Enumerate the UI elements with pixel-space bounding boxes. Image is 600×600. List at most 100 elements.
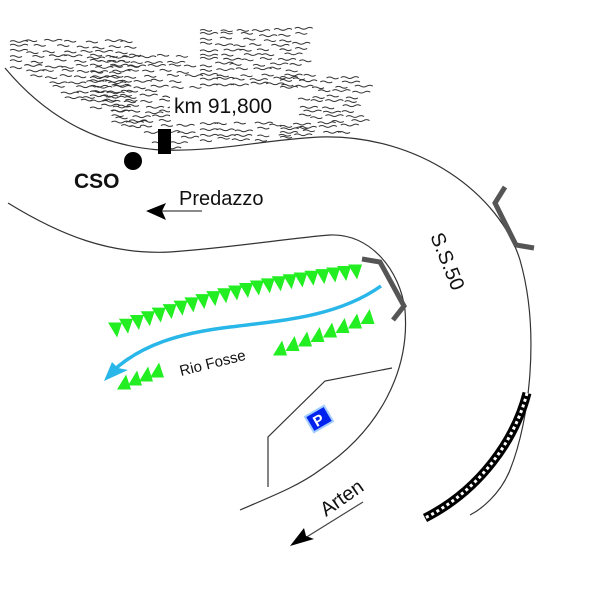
rock-hatch-stroke	[299, 59, 312, 63]
rock-hatch-stroke	[303, 109, 322, 113]
rock-hatch-stroke	[119, 79, 132, 83]
rock-hatch-stroke	[32, 54, 45, 58]
rock-hatch-stroke	[44, 76, 58, 80]
rock-hatch-stroke	[240, 74, 253, 78]
km-marker-label: km 91,800	[174, 95, 272, 118]
rockfall-barrier	[422, 391, 532, 523]
rock-hatch-stroke	[199, 139, 213, 143]
rock-hatch-stroke	[295, 31, 308, 35]
rock-hatch-stroke	[166, 60, 186, 64]
rock-hatch-stroke	[63, 39, 77, 43]
rock-hatch-stroke	[232, 77, 245, 81]
rock-hatch-stroke	[284, 52, 303, 56]
rockfall-barrier-pattern	[424, 392, 529, 520]
rock-hatch-stroke	[249, 43, 262, 46]
rock-hatch-stroke	[273, 76, 286, 80]
rockfall-barrier-strip	[422, 391, 532, 523]
rock-hatch-stroke	[9, 66, 23, 70]
rock-hatch-stroke	[297, 97, 311, 101]
rock-hatch-stroke	[89, 58, 103, 62]
rock-hatch-stroke	[110, 74, 124, 78]
rock-hatch-stroke	[199, 41, 213, 45]
rock-hatch-stroke	[75, 63, 89, 67]
rock-hatch-stroke	[292, 77, 306, 81]
vegetation-triangle	[117, 374, 131, 390]
rock-hatch-stroke	[302, 129, 316, 133]
rock-hatch-stroke	[101, 103, 120, 107]
rock-hatch-stroke	[281, 83, 294, 87]
vegetation-triangle	[128, 370, 142, 386]
rock-hatch-stroke	[293, 133, 313, 137]
parking-icon: P	[303, 404, 335, 434]
rock-hatch-stroke	[158, 119, 172, 122]
km-marker-post	[158, 129, 171, 154]
rock-hatch-stroke	[321, 106, 335, 110]
rock-hatch-stroke	[74, 59, 87, 63]
rock-hatch-stroke	[215, 76, 235, 80]
vegetation-triangle	[184, 297, 199, 313]
vegetation-triangle	[260, 278, 275, 294]
rock-hatch-stroke	[230, 83, 250, 87]
rock-hatch-stroke	[89, 94, 109, 98]
rock-hatch-stroke	[340, 123, 360, 127]
rock-hatch-stroke	[325, 99, 344, 102]
rock-hatch-stroke	[251, 29, 271, 32]
rock-hatch-stroke	[337, 131, 351, 134]
rock-hatch-stroke	[249, 78, 269, 81]
rock-hatch-stroke	[117, 104, 131, 108]
rock-hatch-stroke	[82, 96, 95, 99]
rock-hatch-stroke	[120, 89, 134, 93]
rock-hatch-stroke	[76, 45, 90, 49]
rock-hatch-stroke	[120, 40, 133, 44]
vegetation-triangle	[238, 282, 253, 298]
rock-hatch-stroke	[259, 57, 273, 60]
rock-hatch-stroke	[222, 57, 242, 61]
arten-arrow-shaft	[304, 501, 364, 539]
vegetation-triangle	[285, 336, 300, 351]
vegetation-triangle	[348, 264, 362, 280]
rock-hatch-stroke	[110, 65, 123, 68]
rock-hatch-stroke	[180, 135, 200, 139]
rock-hatch-stroke	[94, 49, 114, 53]
rock-hatch-stroke	[277, 58, 297, 61]
rock-hatch-stroke	[311, 86, 325, 90]
rock-hatch-stroke	[243, 37, 256, 41]
vegetation-triangle	[129, 314, 144, 330]
rock-hatch-stroke	[298, 79, 318, 83]
rock-hatch-stroke	[331, 120, 344, 123]
rock-hatch-stroke	[319, 80, 333, 84]
road-edge-lower	[7, 202, 407, 511]
rock-hatch-stroke	[80, 49, 93, 53]
rock-hatch-stroke	[59, 74, 73, 77]
rock-hatch-stroke	[105, 55, 118, 58]
rock-hatch-stroke	[199, 128, 219, 132]
rock-hatch-stroke	[199, 122, 219, 126]
rock-hatch-stroke	[335, 85, 348, 89]
rock-hatch-stroke	[233, 134, 253, 137]
rock-hatch-stroke	[49, 81, 68, 85]
vegetation-triangle	[273, 340, 287, 356]
rock-hatch-stroke	[240, 31, 254, 35]
rock-hatch-stroke	[258, 34, 278, 38]
rock-hatch-stroke	[139, 124, 153, 128]
rock-hatch-stroke	[199, 32, 219, 35]
vegetation-triangle	[326, 267, 341, 283]
rock-hatch-stroke	[159, 68, 172, 72]
rock-hatch-stroke	[139, 93, 158, 97]
km-marker-label-bg	[170, 90, 296, 120]
rock-hatch-stroke	[85, 40, 99, 44]
rock-hatch-stroke	[119, 93, 133, 97]
rock-hatch-stroke	[127, 64, 147, 68]
rock-hatch-stroke	[54, 58, 67, 62]
rock-hatch-stroke	[9, 55, 23, 58]
vegetation-triangle	[173, 300, 188, 316]
rock-hatch-stroke	[106, 95, 125, 99]
rock-hatch-stroke	[104, 39, 124, 43]
rock-hatch-stroke	[76, 90, 89, 94]
rock-hatch-stroke	[341, 80, 361, 84]
rock-hatch-stroke	[43, 38, 63, 42]
vegetation-triangle	[335, 318, 350, 333]
rock-hatch-stroke	[26, 51, 39, 55]
rock-hatch-stroke	[217, 136, 230, 140]
rock-hatch-stroke	[145, 111, 164, 115]
